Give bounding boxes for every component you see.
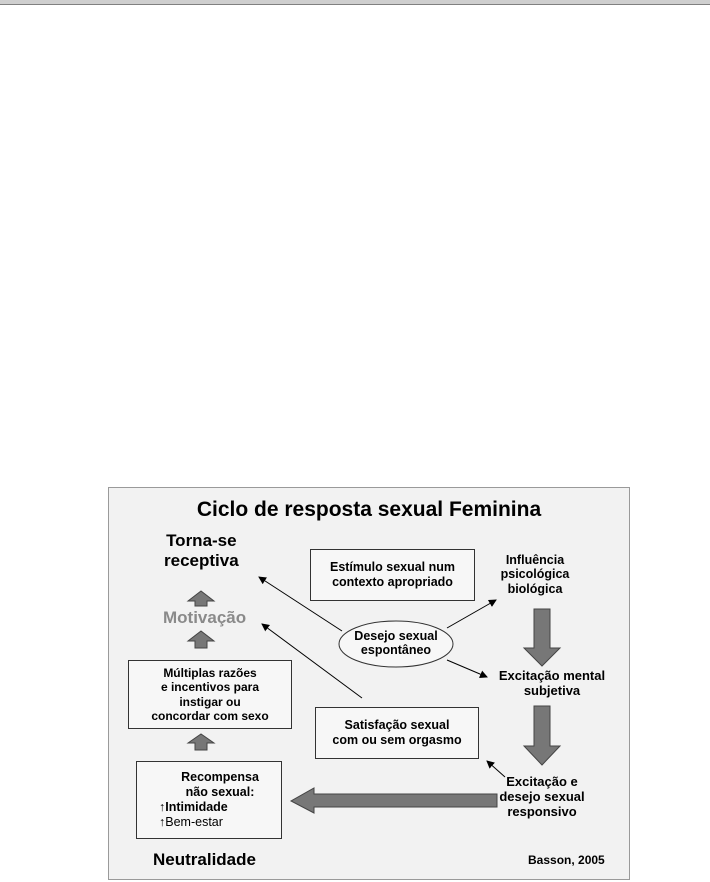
satisfaction-box: Satisfação sexual com ou sem orgasmo [315, 707, 479, 759]
spontaneous-desire-label: Desejo sexual espontâneo [354, 629, 438, 658]
down-arrow-influence-to-mental [522, 608, 562, 667]
diagram-title: Ciclo de resposta sexual Feminina [196, 498, 542, 521]
down-arrow-mental-to-responsive [522, 705, 562, 766]
neutrality-label: Neutralidade [153, 850, 256, 869]
arrow-satisfaction-to-motivation [261, 623, 363, 699]
reasons-box: Múltiplas razões e incentivos para insti… [128, 660, 292, 729]
arrow-desire-to-mental [446, 659, 488, 678]
responsive-desire-label: Excitação e desejo sexual responsivo [499, 774, 585, 819]
up-arrow-3 [186, 733, 216, 751]
left-arrow-responsive-to-reward [289, 787, 498, 814]
reward-intimacy: ↑Intimidade [159, 800, 228, 814]
reward-wellbeing: ↑Bem-estar [159, 815, 223, 829]
stimulus-box: Estímulo sexual num contexto apropriado [310, 549, 475, 601]
mental-excitation-label: Excitação mental subjetiva [498, 668, 606, 698]
motivation-label: Motivação [163, 608, 247, 627]
credit-label: Basson, 2005 [528, 853, 605, 867]
up-arrow-2 [186, 630, 216, 649]
diagram-arrows [186, 576, 562, 814]
top-rule [0, 0, 710, 5]
sexual-response-cycle-diagram: Ciclo de resposta sexual Feminina Torna-… [108, 487, 630, 880]
arrow-desire-to-receptive [258, 576, 343, 632]
influence-label: Influência psicológica biológica [500, 553, 570, 596]
arrow-desire-to-influence [446, 599, 497, 629]
spontaneous-desire-ellipse [338, 620, 454, 668]
reward-box: Recompensa não sexual: ↑Intimidade ↑Bem-… [136, 761, 282, 839]
arrow-responsive-to-satisfaction [486, 760, 506, 778]
up-arrow-1 [186, 590, 216, 607]
receptive-label: Torna-se receptiva [164, 531, 239, 570]
